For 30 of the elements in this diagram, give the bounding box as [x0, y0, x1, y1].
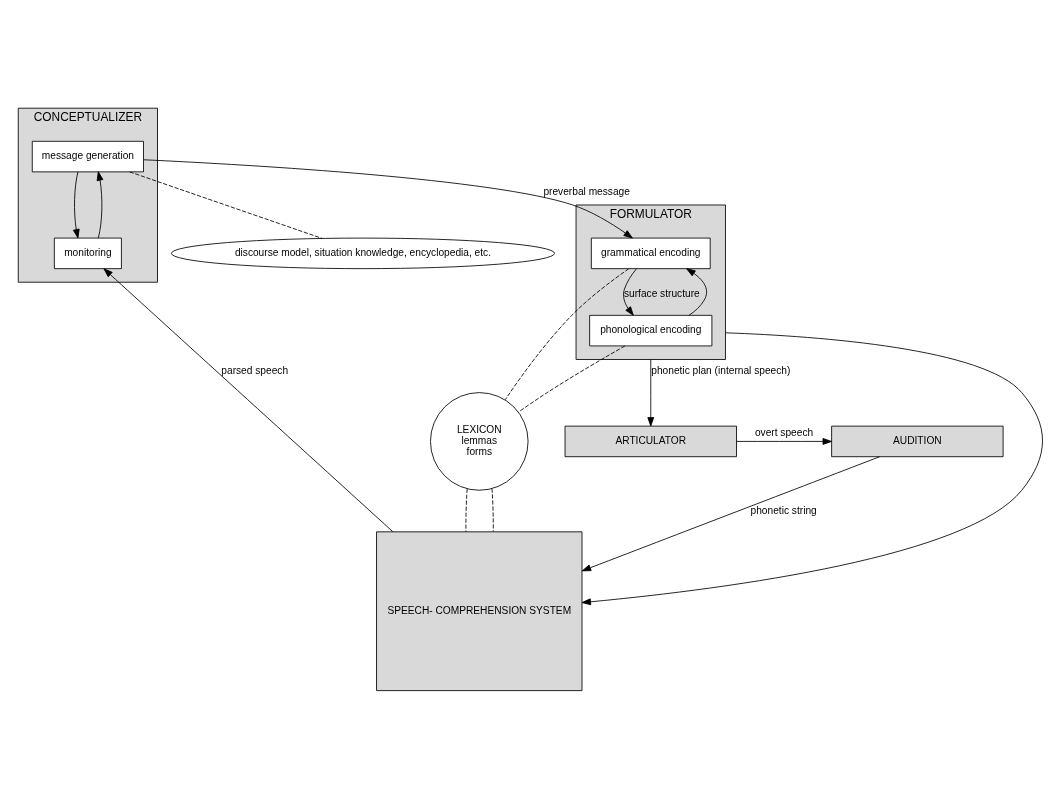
node-circle: LEXICON lemmas forms — [430, 392, 529, 491]
arrow — [96, 171, 104, 239]
node-ellipse: discourse model, situation knowledge, encyclopedia, etc. — [170, 237, 555, 270]
arrow — [103, 268, 394, 533]
edge-label: phonetic string — [750, 504, 817, 516]
node-box: SPEECH- COMPREHENSION SYSTEM — [376, 531, 583, 692]
arrow — [623, 268, 637, 316]
node-box: ARTICULATOR — [564, 425, 737, 458]
arrow — [72, 171, 80, 239]
edge-label: parsed speech — [221, 365, 289, 377]
connector — [491, 488, 494, 532]
node-box: phonological encoding — [589, 314, 713, 347]
edge-label: phonetic plan (internal speech) — [651, 365, 791, 377]
arrow — [581, 456, 881, 572]
connector — [465, 488, 468, 533]
connector — [517, 345, 626, 413]
arrow — [736, 438, 832, 445]
node-box: monitoring — [53, 237, 122, 270]
node-box: message generation — [31, 140, 144, 173]
edge-label: preverbal message — [543, 186, 630, 198]
arrow — [647, 359, 655, 427]
arrow — [581, 332, 1043, 606]
arrow — [143, 159, 633, 239]
connector — [129, 171, 323, 239]
edge-label: overt speech — [754, 426, 814, 438]
node-box: grammatical encoding — [590, 237, 711, 270]
connector — [504, 268, 630, 401]
edge-label: surface structure — [623, 288, 700, 300]
arrow — [686, 268, 708, 316]
node-box: AUDITION — [831, 425, 1004, 458]
